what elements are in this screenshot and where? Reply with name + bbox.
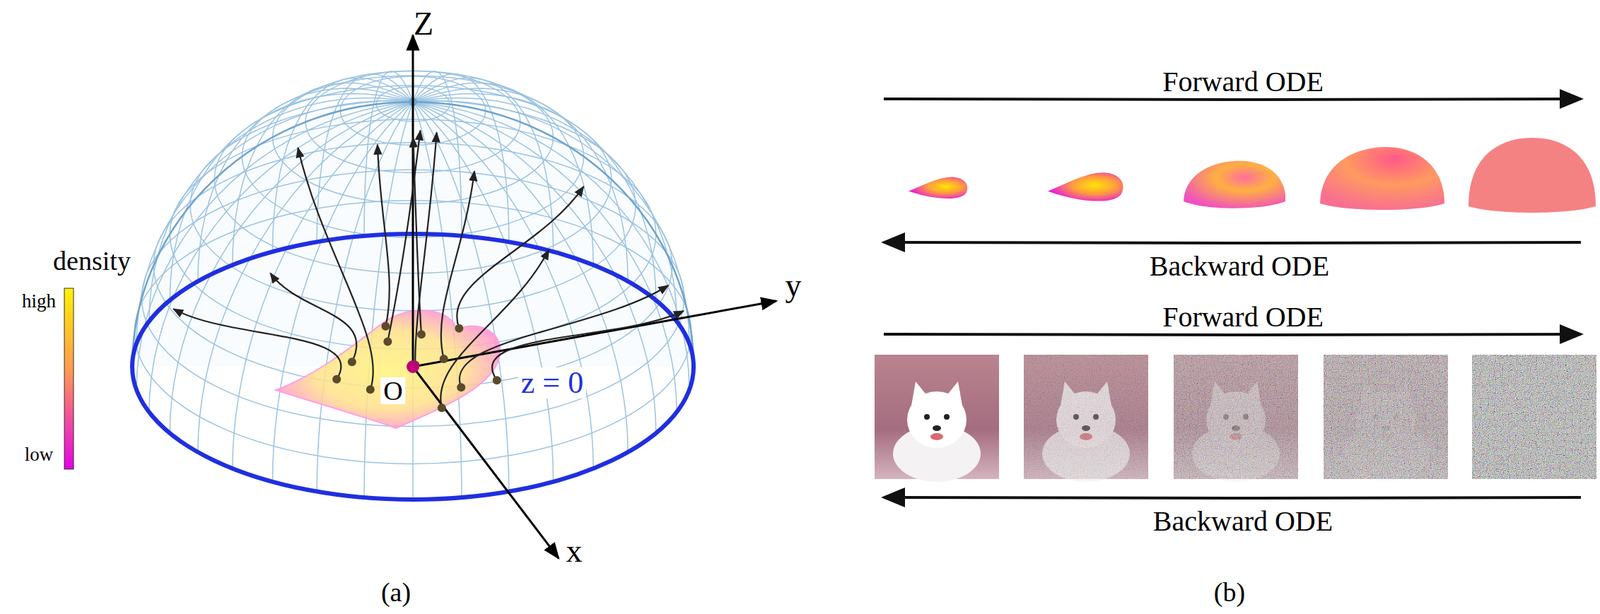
longitude-line (272, 77, 414, 252)
longitude-line (364, 101, 413, 498)
origin-dot (406, 360, 420, 374)
photo (1173, 354, 1299, 483)
sample-dot (439, 354, 449, 364)
label: (a) (381, 579, 411, 606)
z-axis (412, 35, 415, 367)
sample-dot (381, 322, 390, 331)
photo-background (1323, 354, 1448, 480)
sample-dot (383, 337, 392, 346)
sample-dot (492, 376, 502, 385)
longitude-line (169, 93, 413, 301)
longitude-line (412, 101, 510, 493)
density-heart (275, 310, 500, 429)
label: density (53, 247, 131, 275)
blob (1183, 161, 1286, 209)
photo (1472, 354, 1597, 483)
photo (1323, 354, 1448, 483)
label: z = 0 (518, 367, 587, 399)
longitude-line (149, 101, 413, 413)
photo-background (1023, 354, 1149, 480)
sample-dot (454, 324, 464, 334)
photo (874, 354, 1000, 483)
longitude-line (412, 101, 462, 498)
sample-dot (456, 383, 466, 392)
longitude-line (412, 88, 628, 282)
noise-overlay (1323, 354, 1448, 480)
colorbar (64, 288, 74, 470)
label: Z (413, 7, 434, 41)
label: Backward ODE (1146, 252, 1333, 281)
sample-dot (332, 375, 341, 384)
dog-ear (945, 381, 963, 406)
noise-overlay (1173, 354, 1299, 480)
field-line (412, 137, 422, 336)
blob (1047, 172, 1123, 201)
noise-overlay (1023, 354, 1149, 480)
ode-arrow (880, 487, 1581, 508)
arrow-shaft (883, 334, 1581, 336)
noise-overlay (1472, 354, 1597, 480)
arrow-head (880, 232, 905, 253)
arrow-head (1559, 324, 1584, 345)
dog-tongue (930, 433, 944, 441)
arrow-head (1559, 89, 1584, 109)
dog-ear (911, 381, 929, 406)
blob (1468, 137, 1596, 213)
longitude-line (412, 101, 677, 413)
label: Forward ODE (1159, 67, 1327, 97)
dog-body (892, 425, 981, 483)
longitude-line (412, 82, 594, 266)
label: Backward ODE (1150, 507, 1336, 536)
longitude-line (412, 74, 510, 243)
label: y (785, 269, 802, 302)
longitude-line (316, 74, 413, 243)
field-line (456, 186, 584, 329)
sample-dot (417, 330, 426, 339)
field-line (377, 144, 390, 327)
label: O (380, 377, 406, 405)
panel-b (874, 89, 1597, 508)
longitude-line (412, 93, 657, 301)
arrow-shaft (883, 242, 1581, 244)
label: x (566, 535, 583, 568)
photo-background (1472, 354, 1597, 480)
panel-a (64, 35, 777, 559)
sample-dot (366, 385, 375, 394)
field-line (173, 308, 341, 380)
blob (908, 177, 968, 199)
arrow-head (880, 487, 905, 508)
field-line (270, 273, 357, 363)
dog-eye (943, 414, 950, 420)
blob (1320, 147, 1445, 210)
longitude-line (412, 101, 554, 483)
label: (b) (1213, 579, 1246, 606)
ode-arrow (880, 232, 1581, 253)
longitude-line (316, 101, 413, 493)
label: high (21, 292, 56, 312)
label: low (24, 445, 54, 465)
dog-nose (932, 425, 942, 432)
field-line (441, 171, 475, 360)
arrow-shaft (883, 497, 1581, 499)
sample-dot (437, 403, 447, 413)
label: Forward ODE (1159, 303, 1327, 332)
field-line (387, 130, 420, 343)
y-axis (412, 301, 777, 367)
sample-dot (347, 357, 357, 367)
photo-background (1173, 354, 1299, 480)
field-line (415, 132, 437, 366)
field-line (297, 147, 373, 390)
arrow-shaft (883, 98, 1581, 100)
dog-eye (924, 414, 930, 420)
longitude-line (364, 71, 413, 237)
dog (892, 381, 981, 483)
photo (1023, 354, 1149, 483)
